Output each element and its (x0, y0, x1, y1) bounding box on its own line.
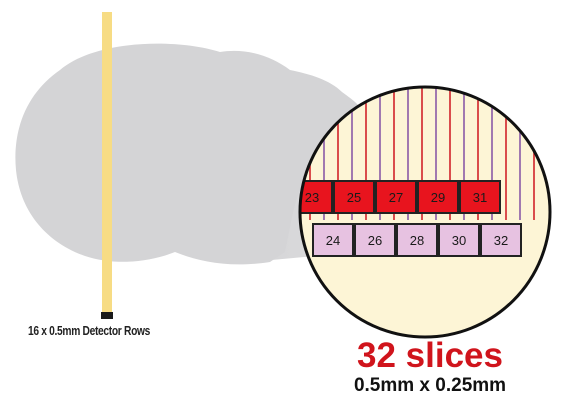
slice-number: 24 (326, 233, 340, 248)
even-slice-cell: 26 (354, 223, 396, 257)
slice-number: 31 (473, 190, 487, 205)
detector-rows-label: 16 x 0.5mm Detector Rows (28, 324, 151, 338)
slice-dimensions-label: 0.5mm x 0.25mm (353, 375, 507, 396)
odd-slice-row: 23 25 27 29 31 (300, 180, 501, 214)
slice-number: 26 (368, 233, 382, 248)
slice-number: 32 (494, 233, 508, 248)
slices-count-title: 32 slices (357, 336, 503, 375)
even-slice-cell: 24 (312, 223, 354, 257)
slice-number: 28 (410, 233, 424, 248)
detector-block (101, 312, 113, 319)
even-slice-cell: 32 (480, 223, 522, 257)
even-slice-cell: 30 (438, 223, 480, 257)
odd-slice-cell: 31 (459, 180, 501, 214)
magnified-lens: 23 25 27 29 31 24 26 28 30 32 (298, 85, 552, 339)
even-slice-cell: 28 (396, 223, 438, 257)
slice-number: 29 (431, 190, 445, 205)
odd-slice-cell: 23 (300, 180, 333, 214)
odd-slice-cell: 27 (375, 180, 417, 214)
odd-slice-cell: 29 (417, 180, 459, 214)
slice-number: 27 (389, 190, 403, 205)
slice-number: 25 (347, 190, 361, 205)
slice-number: 30 (452, 233, 466, 248)
odd-slice-cell: 25 (333, 180, 375, 214)
slice-number: 23 (305, 190, 319, 205)
detector-beam (102, 12, 112, 317)
even-slice-row: 24 26 28 30 32 (312, 223, 522, 257)
